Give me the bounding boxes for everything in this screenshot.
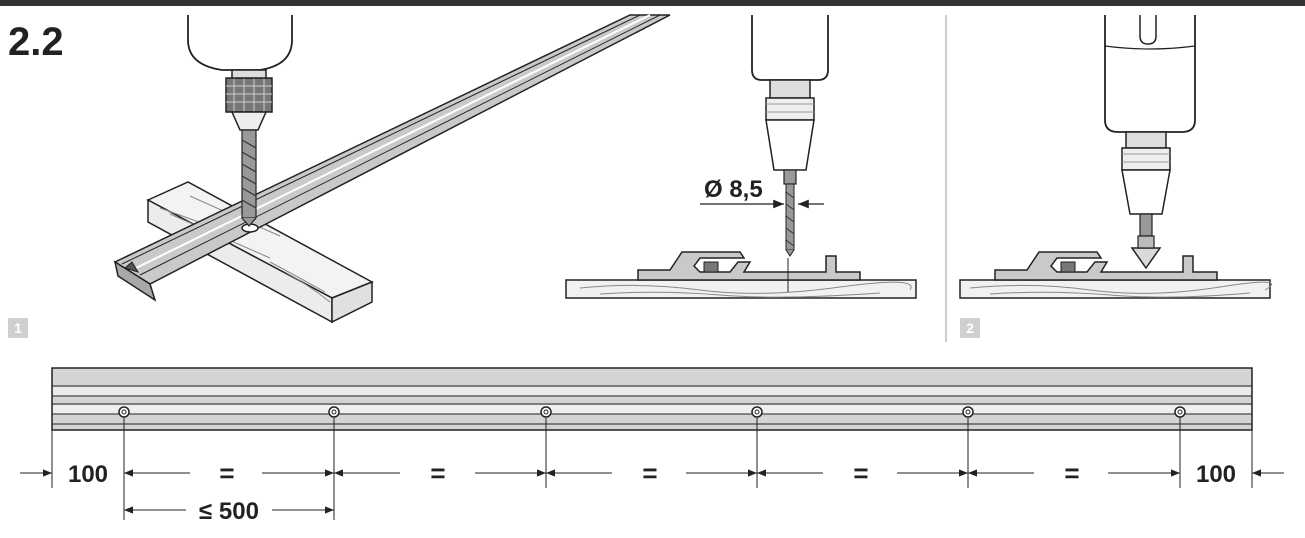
equal-spacing-label-2: = [430,458,445,488]
drill-machine-1 [187,15,293,227]
diameter-dimension: Ø 8,5 [700,176,824,209]
step-badge-2: 2 [960,318,980,338]
dimension-labels: 100 100 = = = = = ≤ 500 [68,458,1236,525]
section-number: 2.2 [8,20,64,64]
wood-board-section-1 [565,279,917,299]
drill-machine-3 [1104,15,1196,270]
max-spacing-label: ≤ 500 [199,498,259,525]
rail-elevation [51,367,1253,431]
wood-board-section-2 [959,279,1272,299]
equal-spacing-label-3: = [642,458,657,488]
perspective-drilling-illustration [113,14,671,324]
mounting-hole-1 [118,406,130,418]
end-offset-right-label: 100 [1196,461,1236,488]
mounting-hole-5 [962,406,974,418]
equal-spacing-label-4: = [853,458,868,488]
cross-section-countersink-illustration [959,15,1272,299]
mounting-hole-4 [751,406,763,418]
mounting-hole-2 [328,406,340,418]
panel-divider [945,15,947,342]
header-bar [0,0,1305,6]
cross-section-drilling-illustration: Ø 8,5 [565,15,917,299]
drill-machine-2 [751,15,829,257]
mounting-hole-6 [1174,406,1186,418]
spacing-dimensions [20,418,1284,520]
end-offset-left-label: 100 [68,461,108,488]
equal-spacing-label-5: = [1064,458,1079,488]
rail-profile-section-1 [637,251,861,281]
step-badge-1: 1 [8,318,28,338]
drill-diameter-label: Ø 8,5 [704,176,763,203]
mounting-hole-3 [540,406,552,418]
rail-profile-section-2 [994,251,1218,281]
equal-spacing-label-1: = [219,458,234,488]
